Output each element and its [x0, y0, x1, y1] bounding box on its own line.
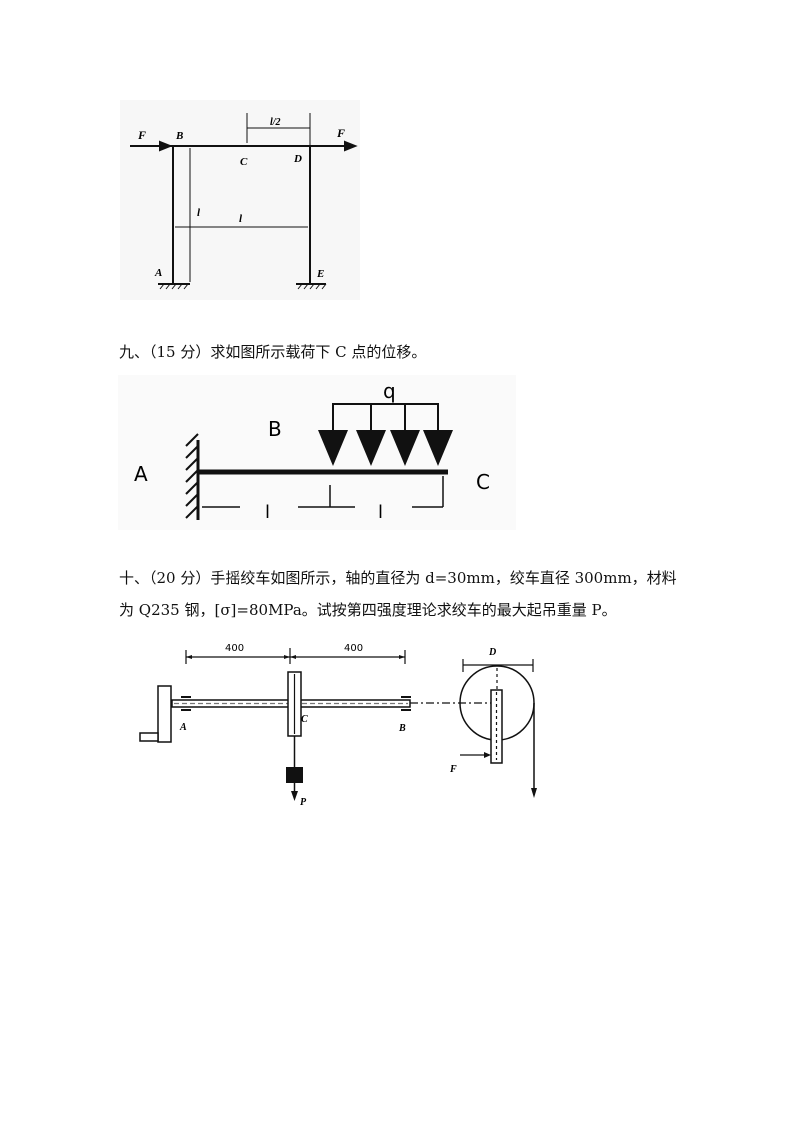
- label-A: A: [154, 267, 162, 279]
- label-A: A: [179, 722, 187, 733]
- label-l-vertical: l: [197, 207, 201, 219]
- label-half-l: l/2: [270, 117, 281, 128]
- label-l-1: l: [265, 502, 270, 523]
- question-10-line-1: 十、（20 分）手摇绞车如图所示，轴的直径为 d=30mm，绞车直径 300mm…: [119, 569, 677, 587]
- label-A: A: [134, 462, 148, 486]
- label-P: P: [300, 797, 307, 808]
- question-9-text: 九、（15 分）求如图所示载荷下 C 点的位移。: [119, 343, 427, 361]
- label-F-left: F: [137, 128, 146, 142]
- label-q: q: [383, 379, 396, 403]
- label-D: D: [488, 647, 496, 658]
- label-D: D: [293, 153, 302, 165]
- question-10-line-2: 为 Q235 钢，[σ]=80MPa。试按第四强度理论求绞车的最大起吊重量 P。: [119, 601, 617, 619]
- label-C: C: [240, 156, 248, 168]
- label-B: B: [268, 417, 282, 441]
- frame-drawing: [120, 100, 360, 300]
- label-C: C: [301, 714, 308, 725]
- label-C: C: [476, 470, 490, 494]
- label-B: B: [175, 130, 183, 142]
- label-F-right: F: [336, 126, 345, 140]
- label-l-horizontal: l: [239, 213, 243, 225]
- label-B: B: [398, 723, 406, 734]
- label-400-right: 400: [344, 643, 363, 654]
- label-E: E: [316, 268, 324, 280]
- label-l-2: l: [378, 502, 383, 523]
- label-400-left: 400: [225, 643, 244, 654]
- label-F: F: [449, 764, 457, 775]
